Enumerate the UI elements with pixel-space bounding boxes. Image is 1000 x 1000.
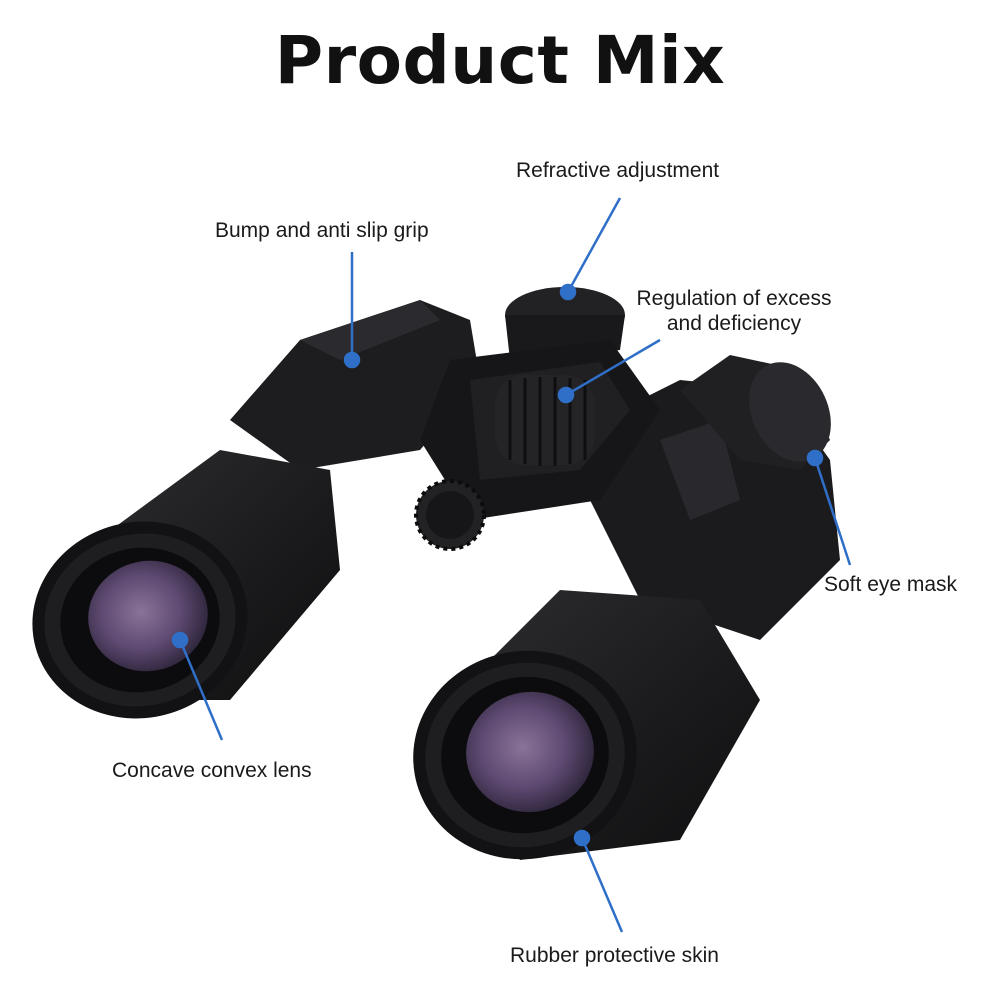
right-objective-barrel	[413, 590, 760, 860]
callout-concave-convex-lens: Concave convex lens	[112, 759, 312, 782]
callout-regulation: Regulation of excess and deficiency	[612, 286, 856, 336]
left-prism-housing	[230, 300, 480, 470]
callout-regulation-line2: and deficiency	[666, 312, 802, 335]
left-objective-barrel	[32, 450, 340, 719]
callout-lines	[171, 197, 852, 933]
page-title: Product Mix	[274, 22, 726, 99]
callout-rubber-protective-skin: Rubber protective skin	[510, 944, 719, 967]
callout-soft-eye-mask: Soft eye mask	[824, 573, 958, 596]
right-eyepiece	[680, 355, 831, 470]
callout-regulation-line1: Regulation of excess	[636, 287, 832, 310]
diopter-knob	[414, 479, 486, 551]
callout-anti-slip-grip: Bump and anti slip grip	[215, 219, 429, 242]
focus-wheel	[495, 375, 595, 466]
callout-refractive-adjustment: Refractive adjustment	[516, 159, 720, 182]
